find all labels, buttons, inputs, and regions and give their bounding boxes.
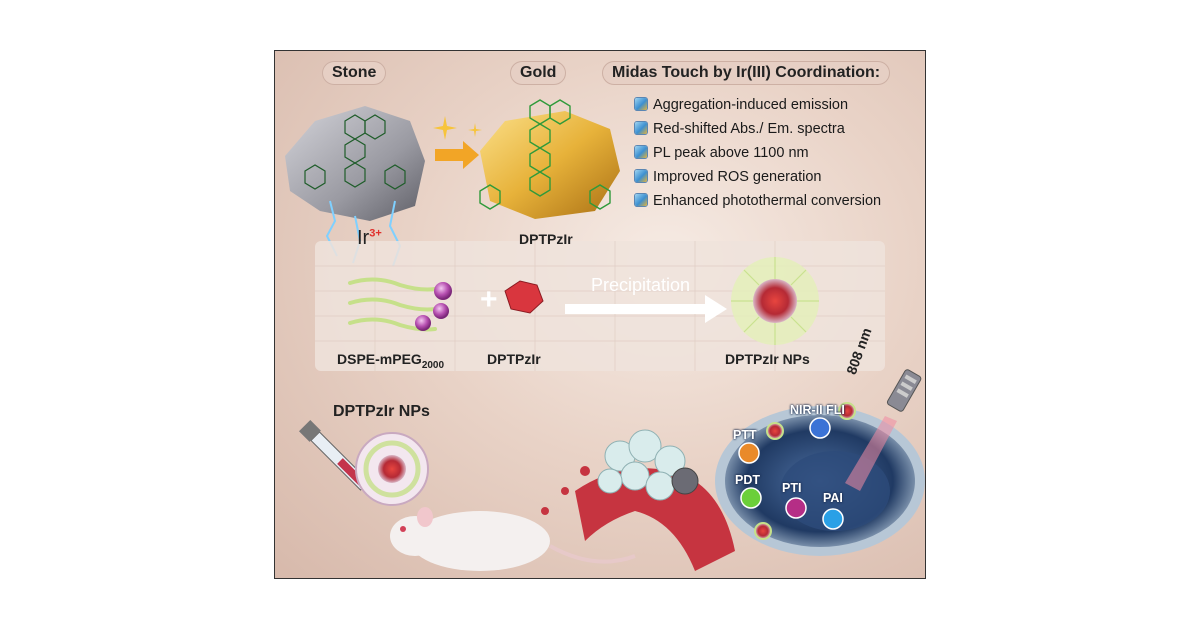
blood-vessel [575,468,735,571]
tumor-cluster [597,429,699,501]
pai-icon [822,508,844,530]
pdt-icon [740,487,762,509]
feature-item: Improved ROS generation [635,169,821,185]
dptpzir-mid-label: DPTPzIr [487,351,541,367]
dptpzir-crystal [504,280,544,314]
figure-artwork [285,99,925,571]
precipitation-arrow [565,295,727,323]
nps-mid-label: DPTPzIr NPs [725,351,810,367]
feature-item: Enhanced photothermal conversion [635,193,881,209]
checkbox-icon [635,98,647,110]
dptpzir-top-label: DPTPzIr [519,231,573,247]
stone-label: Stone [322,61,387,85]
checkbox-icon [635,170,647,182]
ptt-icon [738,442,760,464]
nps-bottom-label: DPTPzIr NPs [333,403,430,420]
feature-item: PL peak above 1100 nm [635,145,809,161]
mouse-tail [549,544,636,564]
ir-ion-label: Ir3+ [357,227,382,249]
feature-item: Aggregation-induced emission [635,97,848,113]
dspe-label: DSPE-mPEG2000 [337,351,445,371]
feature-item: Red-shifted Abs./ Em. spectra [635,121,845,137]
laser-device [886,369,922,412]
midas-title: Midas Touch by Ir(III) Coordination: [602,61,891,85]
gold-label: Gold [510,61,567,85]
stone-to-gold-arrow [435,141,479,169]
pdt-label: PDT [735,473,760,487]
sparkle [468,123,482,137]
checkbox-icon [635,146,647,158]
np-core [753,279,797,323]
peg-sphere [433,303,449,319]
peg-sphere [434,282,452,300]
peg-sphere [415,315,431,331]
stone-molecule [304,114,406,190]
pti-icon [785,497,807,519]
nir-ii-fli-label: NIR-II FLI [790,403,845,417]
gold-molecule [479,99,611,210]
checkbox-icon [635,122,647,134]
precipitation-label: Precipitation [591,275,691,295]
figure-frame: Stone Gold Midas Touch by Ir(III) Coordi… [274,50,926,579]
pai-label: PAI [823,491,843,505]
laser-beam [845,416,897,491]
mouse [410,511,550,571]
sparkle [433,116,457,140]
plus-sign: + [480,283,498,316]
pti-label: PTI [782,481,802,495]
checkbox-icon [635,194,647,206]
nir-icon [809,417,831,439]
ptt-label: PTT [733,428,757,442]
